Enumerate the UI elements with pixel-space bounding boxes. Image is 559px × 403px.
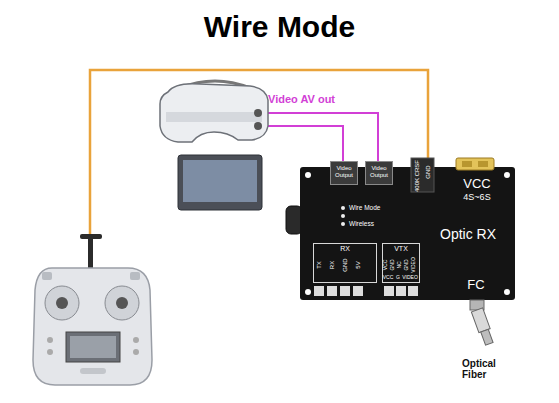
receiver-board-body bbox=[286, 158, 515, 300]
radio-controller bbox=[47, 349, 53, 355]
receiver-board-body bbox=[305, 289, 311, 295]
diagram-title: Wire Mode bbox=[0, 10, 559, 44]
video-wire bbox=[262, 113, 378, 161]
port-label: Video Output bbox=[331, 165, 357, 178]
monitor bbox=[178, 155, 262, 210]
radio-controller bbox=[42, 272, 52, 280]
receiver-board-body bbox=[396, 286, 406, 296]
led-label: Wireless bbox=[349, 220, 374, 227]
radio-controller bbox=[33, 268, 152, 385]
led-label: Wire Mode bbox=[349, 204, 380, 211]
signal-label: Video AV out bbox=[268, 93, 335, 105]
fpv-goggles bbox=[166, 112, 262, 122]
receiver-board-body bbox=[462, 161, 472, 167]
receiver-board-body bbox=[411, 158, 434, 192]
receiver-board-body bbox=[504, 172, 510, 178]
pin-name: GND bbox=[425, 165, 432, 178]
pin-name: GND bbox=[390, 259, 396, 270]
radio-controller bbox=[133, 337, 139, 343]
fpv-goggles bbox=[160, 81, 268, 142]
receiver-board-body bbox=[305, 172, 311, 178]
voltage-label: 4S~6S bbox=[463, 193, 490, 203]
pin-name: GND bbox=[342, 258, 349, 271]
receiver-board-body bbox=[327, 286, 337, 296]
monitor bbox=[178, 155, 262, 210]
pin-name: GND bbox=[404, 259, 410, 270]
receiver-board-body bbox=[478, 161, 488, 167]
port-label: RX bbox=[314, 245, 376, 253]
radio-controller bbox=[130, 272, 140, 280]
radio-controller bbox=[105, 286, 139, 320]
pin-name: TX bbox=[316, 261, 323, 269]
fiber-connector bbox=[471, 308, 495, 346]
receiver-board-body bbox=[456, 158, 494, 170]
radio-controller bbox=[56, 297, 68, 309]
fiber-connector bbox=[481, 329, 493, 345]
fpv-goggles bbox=[254, 122, 262, 130]
power-label: VCC bbox=[463, 177, 490, 191]
video-output-port: Video Output bbox=[365, 161, 393, 185]
radio-controller bbox=[66, 332, 120, 362]
radio-controller bbox=[133, 349, 139, 355]
pin-name: 5V bbox=[355, 261, 362, 268]
receiver-board-body bbox=[286, 206, 302, 234]
video-output-port: Video Output bbox=[330, 161, 358, 185]
radio-controller bbox=[47, 337, 53, 343]
video-wire bbox=[262, 113, 378, 161]
receiver-board-body bbox=[340, 286, 350, 296]
pin-name: VCC bbox=[383, 275, 394, 281]
receiver-board-body bbox=[504, 289, 510, 295]
radio-controller bbox=[80, 368, 106, 374]
board-name: Optic RX bbox=[440, 227, 496, 242]
video-wire bbox=[262, 126, 343, 161]
receiver-board-body bbox=[408, 286, 418, 296]
fpv-goggles bbox=[254, 109, 262, 117]
pin-name: VIDEO bbox=[402, 275, 418, 281]
receiver-board-body bbox=[384, 286, 394, 296]
pin-name: VIDEO bbox=[411, 257, 417, 273]
receiver-board-body bbox=[341, 214, 345, 218]
port-label: VTX bbox=[383, 245, 419, 253]
fpv-goggles bbox=[160, 84, 268, 142]
pin-name: NC bbox=[397, 261, 403, 268]
pin-name: RX bbox=[329, 261, 336, 269]
receiver-board-body bbox=[341, 206, 345, 210]
receiver-board-body bbox=[314, 286, 324, 296]
part-name: Optical Fiber bbox=[462, 358, 512, 380]
pin-name: G bbox=[396, 275, 400, 281]
receiver-board-body bbox=[300, 167, 515, 300]
radio-controller bbox=[45, 286, 79, 320]
fiber-connector bbox=[471, 308, 490, 333]
pin-name: VCC bbox=[383, 260, 389, 271]
port-label: Video Output bbox=[366, 165, 392, 178]
port-label: 400K CRSF bbox=[414, 160, 421, 192]
radio-controller bbox=[88, 238, 93, 269]
radio-controller bbox=[116, 297, 128, 309]
monitor bbox=[183, 160, 257, 202]
receiver-board-body bbox=[341, 222, 345, 226]
radio-controller bbox=[70, 336, 116, 358]
fiber-connector bbox=[470, 300, 495, 346]
receiver-board-body bbox=[353, 286, 363, 296]
radio-controller bbox=[33, 234, 152, 385]
port-label: FC bbox=[467, 278, 484, 292]
